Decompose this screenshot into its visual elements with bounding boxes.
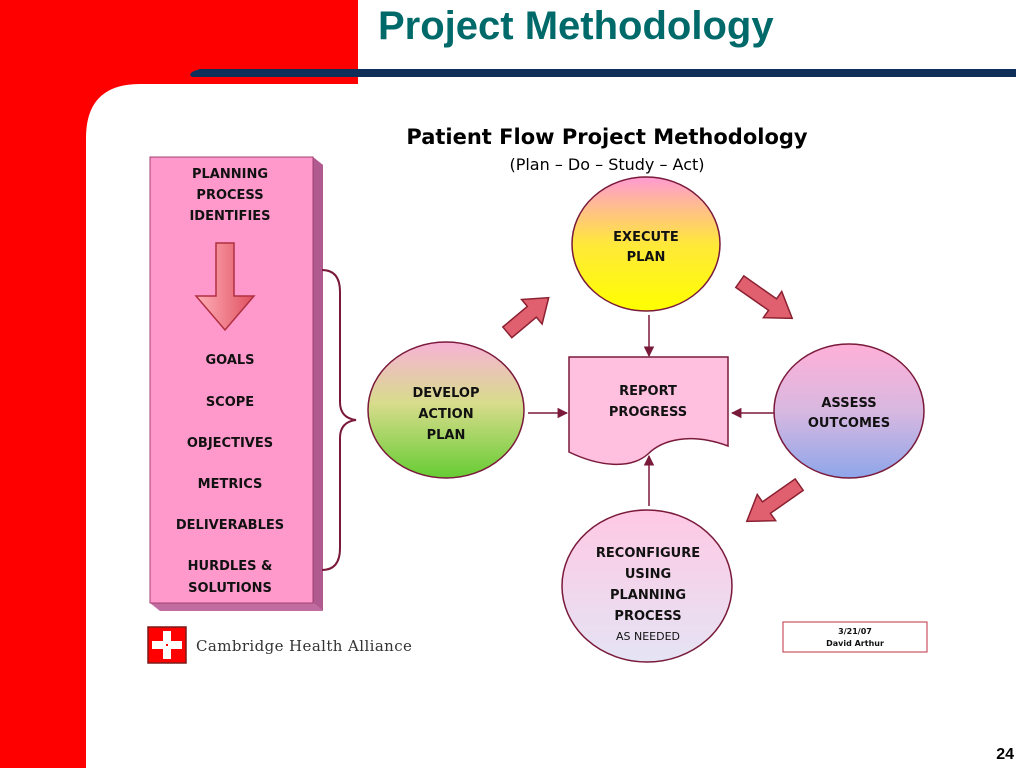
down-arrow-icon (194, 242, 256, 332)
reconfigure-label-line-2: USING (625, 567, 671, 582)
node-reconfigure (561, 509, 733, 663)
develop-label-line-3: PLAN (427, 428, 466, 443)
planning-item-deliverables: DELIVERABLES (176, 518, 284, 533)
planning-item-hurdles-line-2: SOLUTIONS (188, 581, 272, 596)
node-execute-plan (571, 176, 721, 312)
reconfigure-note: AS NEEDED (616, 630, 680, 643)
reconfigure-label-line-1: RECONFIGURE (596, 546, 700, 561)
title-underline-rule (190, 69, 1016, 77)
planning-header-line-2: PROCESS (196, 188, 263, 203)
planning-item-metrics: METRICS (198, 477, 263, 492)
author-text: David Arthur (826, 639, 884, 648)
page-number: 24 (996, 746, 1014, 763)
logo-text: Cambridge Health Alliance (196, 637, 412, 655)
block-arrow-execute-to-assess (734, 274, 794, 320)
planning-item-objectives: OBJECTIVES (187, 436, 273, 451)
reconfigure-label-line-4: PROCESS (614, 609, 681, 624)
assess-label-line-1: ASSESS (821, 396, 876, 411)
execute-label-line-2: PLAN (627, 250, 666, 265)
planning-item-scope: SCOPE (206, 395, 254, 410)
report-label-line-2: PROGRESS (609, 405, 687, 420)
diagram-title: Patient Flow Project Methodology (406, 125, 808, 149)
develop-label-line-1: DEVELOP (412, 386, 479, 401)
planning-header-line-3: IDENTIFIES (189, 209, 270, 224)
planning-box (149, 156, 323, 611)
planning-box-side-face (313, 157, 323, 611)
block-arrow-assess-to-reconfigure (745, 477, 805, 523)
curly-bracket (321, 269, 357, 571)
execute-label-line-1: EXECUTE (613, 230, 679, 245)
develop-label-line-2: ACTION (418, 407, 473, 422)
planning-header-line-1: PLANNING (192, 167, 268, 182)
planning-item-hurdles-line-1: HURDLES & (188, 559, 273, 574)
slide-title: Project Methodology (378, 4, 774, 48)
reconfigure-label-line-3: PLANNING (610, 588, 686, 603)
planning-box-bottom-face (150, 603, 323, 611)
diagram-subtitle: (Plan – Do – Study – Act) (509, 155, 704, 174)
cross-logo-icon (147, 626, 187, 664)
node-report-progress (568, 356, 729, 465)
node-assess-outcomes (773, 343, 925, 479)
assess-label-line-2: OUTCOMES (808, 416, 890, 431)
date-text: 3/21/07 (838, 627, 872, 636)
node-develop-action-plan (367, 341, 525, 479)
block-arrow-develop-to-execute (501, 296, 550, 339)
planning-item-goals: GOALS (205, 353, 254, 368)
date-author-box (782, 621, 928, 653)
report-label-line-1: REPORT (619, 384, 677, 399)
planning-box-front (149, 156, 314, 604)
